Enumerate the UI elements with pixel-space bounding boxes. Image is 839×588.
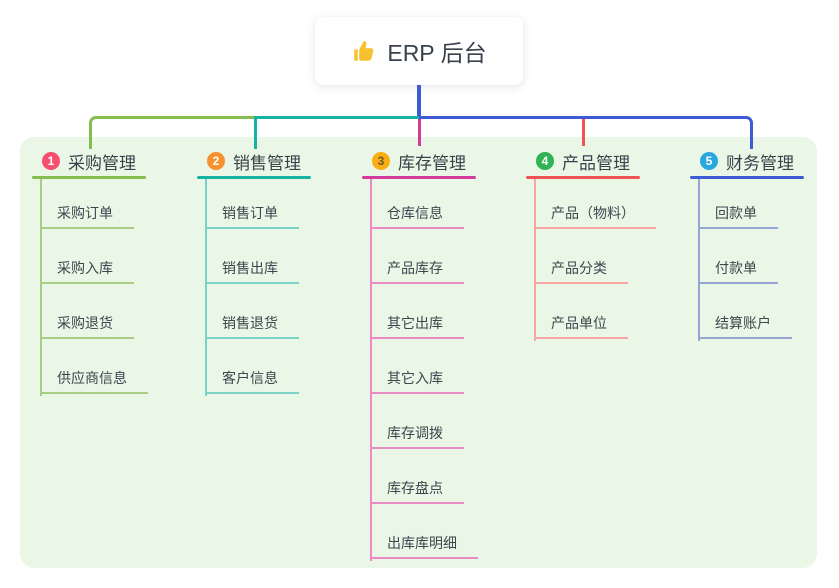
child-node[interactable]: 销售退货 — [205, 315, 299, 339]
branch-child-spine — [698, 179, 700, 341]
branch-badge: 4 — [536, 152, 554, 170]
child-node[interactable]: 仓库信息 — [370, 205, 464, 229]
branch-label: 产品管理 — [562, 153, 630, 173]
connector-branch-4 — [582, 119, 585, 146]
child-node[interactable]: 销售订单 — [205, 205, 299, 229]
child-node[interactable]: 产品单位 — [534, 315, 628, 339]
branch-underline — [32, 176, 146, 179]
branch-underline — [197, 176, 311, 179]
child-node[interactable]: 供应商信息 — [40, 370, 148, 394]
child-node[interactable]: 结算账户 — [698, 315, 792, 339]
branch-badge: 3 — [372, 152, 390, 170]
connector-branch-5 — [419, 116, 753, 149]
branch-badge: 1 — [42, 152, 60, 170]
branch-node-4[interactable]: 4 产品管理 — [526, 148, 640, 174]
branch-node-2[interactable]: 2 销售管理 — [197, 148, 311, 174]
root-label: ERP 后台 — [387, 40, 487, 66]
branch-node-5[interactable]: 5 财务管理 — [690, 148, 804, 174]
thumbs-up-icon — [351, 38, 377, 64]
child-node[interactable]: 产品分类 — [534, 260, 628, 284]
child-node[interactable]: 产品库存 — [370, 260, 464, 284]
child-node[interactable]: 付款单 — [698, 260, 778, 284]
child-node[interactable]: 产品（物料） — [534, 205, 656, 229]
child-node[interactable]: 其它出库 — [370, 315, 464, 339]
child-node[interactable]: 采购订单 — [40, 205, 134, 229]
child-node[interactable]: 库存盘点 — [370, 480, 464, 504]
branch-badge: 5 — [700, 152, 718, 170]
branch-label: 采购管理 — [68, 153, 136, 173]
branch-badge: 2 — [207, 152, 225, 170]
child-node[interactable]: 回款单 — [698, 205, 778, 229]
branch-label: 财务管理 — [726, 153, 794, 173]
branches-panel — [20, 137, 817, 568]
child-node[interactable]: 库存调拨 — [370, 425, 464, 449]
root-node[interactable]: ERP 后台 — [315, 17, 523, 85]
child-node[interactable]: 采购退货 — [40, 315, 134, 339]
connector-branch-2 — [254, 116, 422, 149]
child-node[interactable]: 销售出库 — [205, 260, 299, 284]
connector-branch-1 — [89, 116, 257, 149]
branch-underline — [526, 176, 640, 179]
branch-label: 销售管理 — [233, 153, 301, 173]
child-node[interactable]: 出库库明细 — [370, 535, 478, 559]
connector-branch-3 — [418, 119, 421, 146]
child-node[interactable]: 其它入库 — [370, 370, 464, 394]
branch-child-spine — [534, 179, 536, 341]
branch-child-spine — [370, 179, 372, 561]
branch-node-3[interactable]: 3 库存管理 — [362, 148, 476, 174]
child-node[interactable]: 采购入库 — [40, 260, 134, 284]
branch-underline — [362, 176, 476, 179]
branch-child-spine — [205, 179, 207, 396]
root-stem-line — [417, 85, 421, 119]
branch-node-1[interactable]: 1 采购管理 — [32, 148, 146, 174]
child-node[interactable]: 客户信息 — [205, 370, 299, 394]
branch-child-spine — [40, 179, 42, 396]
branch-label: 库存管理 — [398, 153, 466, 173]
branch-underline — [690, 176, 804, 179]
